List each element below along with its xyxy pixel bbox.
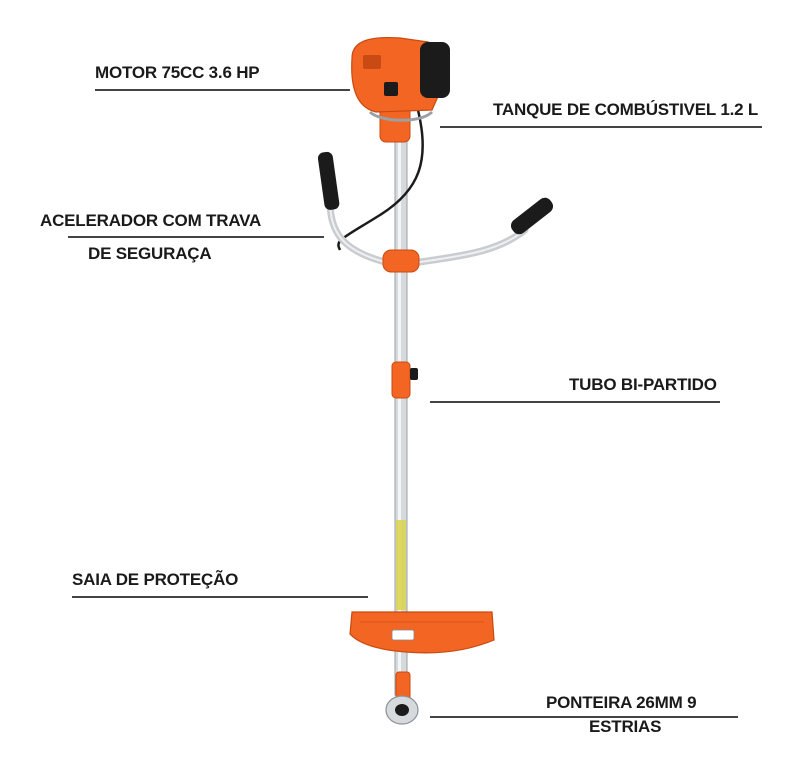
tank-leader [440, 126, 762, 128]
tip-label-line2: ESTRIAS [589, 717, 662, 736]
tube-leader [430, 401, 720, 403]
gear-head [385, 671, 419, 725]
engine [351, 36, 450, 143]
handlebar-clamp [382, 249, 420, 273]
tip-label-line1: PONTEIRA 26MM 9 [546, 693, 697, 712]
handlebar [317, 151, 554, 273]
guard-leader [72, 596, 368, 598]
shaft-joint [391, 361, 418, 399]
tube-label: TUBO BI-PARTIDO [569, 375, 717, 394]
right-grip [510, 197, 554, 235]
motor-leader [95, 89, 350, 91]
tank-label: TANQUE DE COMBÚSTIVEL 1.2 L [493, 100, 759, 119]
protection-guard [349, 611, 495, 654]
throttle-label-line1: ACELERADOR COM TRAVA [40, 211, 262, 230]
shaft-sticker [396, 520, 406, 610]
guard-label: SAIA DE PROTEÇÃO [72, 570, 239, 589]
left-grip [317, 151, 340, 210]
tip-leader [430, 716, 738, 718]
throttle-leader [68, 236, 324, 238]
motor-label: MOTOR 75CC 3.6 HP [95, 63, 260, 82]
throttle-label-line2: DE SEGURAÇA [88, 244, 212, 263]
